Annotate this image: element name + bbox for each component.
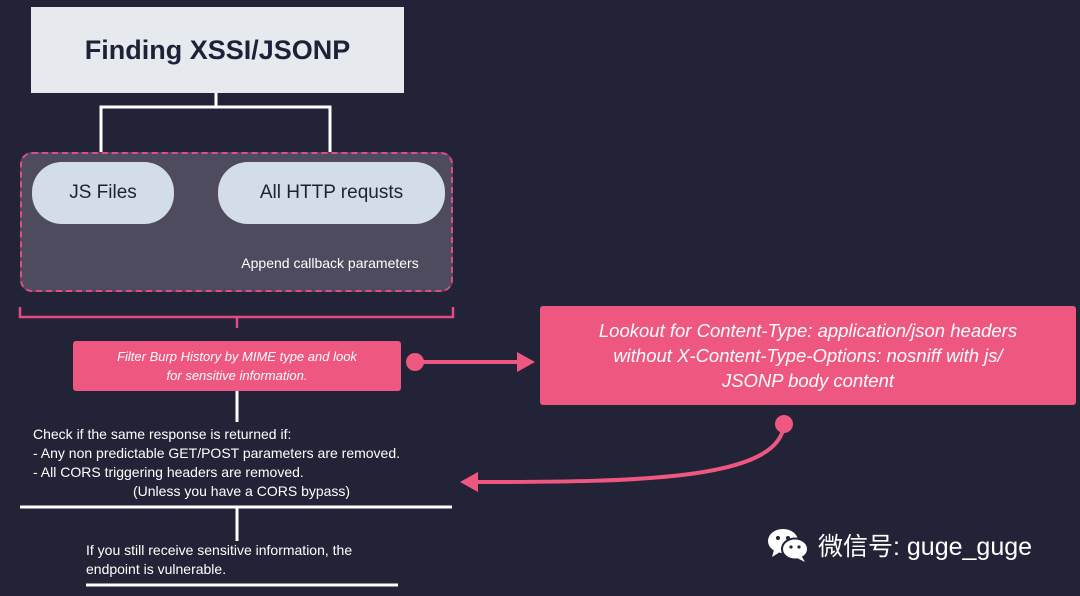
check-step-text: Check if the same response is returned i…: [33, 425, 453, 501]
result-text: If you still receive sensitive informati…: [86, 541, 406, 579]
result-line1: If you still receive sensitive informati…: [86, 542, 353, 558]
lookout-box: Lookout for Content-Type: application/js…: [540, 306, 1076, 405]
filter-step-line1: Filter Burp History by MIME type and loo…: [117, 349, 357, 364]
arrow-lookout-to-check: [460, 415, 793, 492]
arrow-filter-to-lookout: [406, 352, 535, 372]
diagram-title: Finding XSSI/JSONP: [31, 7, 404, 93]
watermark-text: 微信号: guge_guge: [818, 533, 1033, 561]
filter-step-box: Filter Burp History by MIME type and loo…: [73, 341, 401, 391]
js-files-node: JS Files: [32, 162, 174, 224]
result-line2: endpoint is vulnerable.: [86, 561, 227, 577]
lookout-line1: Lookout for Content-Type: application/js…: [598, 320, 1018, 341]
watermark: 微信号: guge_guge: [766, 525, 1032, 565]
check-line4: (Unless you have a CORS bypass): [133, 483, 351, 499]
filter-step-line2: for sensitive information.: [166, 368, 308, 383]
http-requests-node: All HTTP requsts: [218, 162, 445, 224]
check-line1: Check if the same response is returned i…: [33, 426, 292, 442]
wechat-icon: [768, 529, 809, 562]
check-line2: - Any non predictable GET/POST parameter…: [33, 445, 401, 461]
check-line3: - All CORS triggering headers are remove…: [33, 464, 304, 480]
lookout-line2: without X-Content-Type-Options: nosniff …: [613, 345, 1003, 366]
lookout-line3: JSONP body content: [721, 370, 895, 391]
append-callback-label: Append callback parameters: [241, 255, 419, 271]
